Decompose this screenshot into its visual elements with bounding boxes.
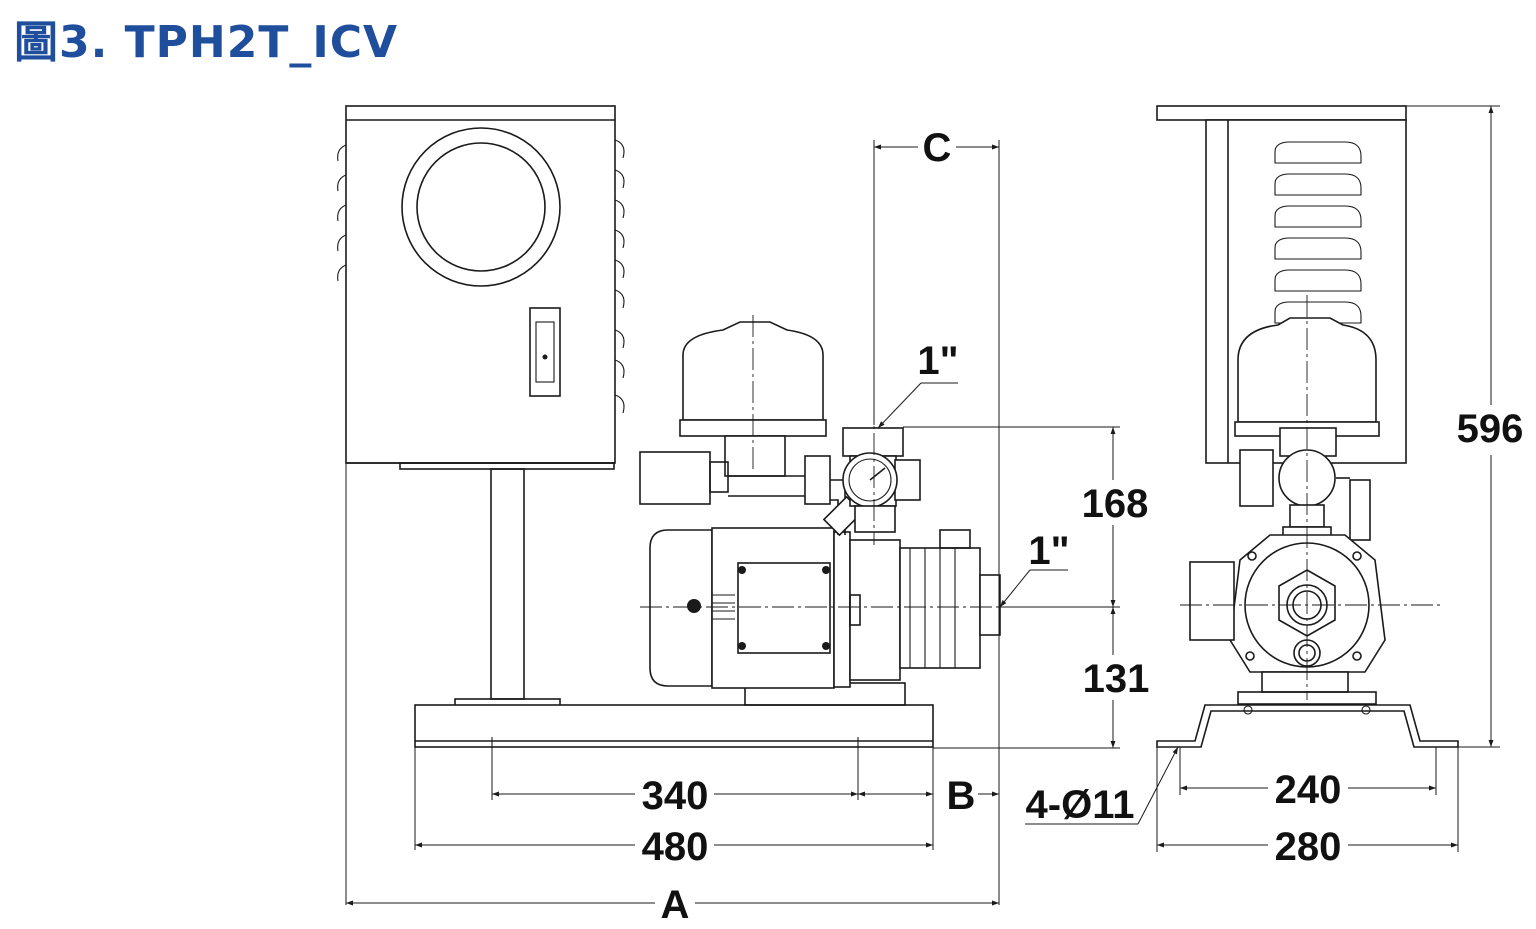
- figure-title: 圖3. TPH2T_ICV: [14, 17, 399, 68]
- valve-assembly: [842, 427, 921, 533]
- dim-240-label: 240: [1275, 768, 1342, 812]
- dim-131-label: 131: [1083, 657, 1150, 701]
- side-dimensions: 596 4-Ø11 240 280: [1025, 105, 1524, 869]
- front-dimensions: C 1" 1" 168 131 340 B: [345, 126, 1150, 927]
- dim-480-label: 480: [642, 825, 709, 869]
- pressure-tank: [639, 321, 864, 537]
- dim-c-label: C: [923, 126, 952, 170]
- pump-body: [833, 529, 1001, 688]
- dim-holes-label: 4-Ø11: [1026, 783, 1135, 827]
- dim-168-label: 168: [1082, 482, 1149, 526]
- dim-596-label: 596: [1457, 407, 1524, 451]
- dim-280-label: 280: [1275, 825, 1342, 869]
- panel-stand: [490, 468, 525, 700]
- dim-inlet-label: 1": [917, 339, 958, 383]
- base-plate: [414, 704, 934, 748]
- panel-window: [401, 127, 561, 287]
- dim-outlet-label: 1": [1028, 529, 1069, 573]
- dim-b-label: B: [947, 774, 976, 818]
- panel-switch: [529, 307, 561, 397]
- front-view: [337, 105, 1010, 748]
- side-view: [1156, 105, 1459, 748]
- dim-340-label: 340: [642, 774, 709, 818]
- control-panel: [337, 105, 625, 470]
- dim-a-label: A: [661, 883, 690, 927]
- motor: [649, 527, 835, 689]
